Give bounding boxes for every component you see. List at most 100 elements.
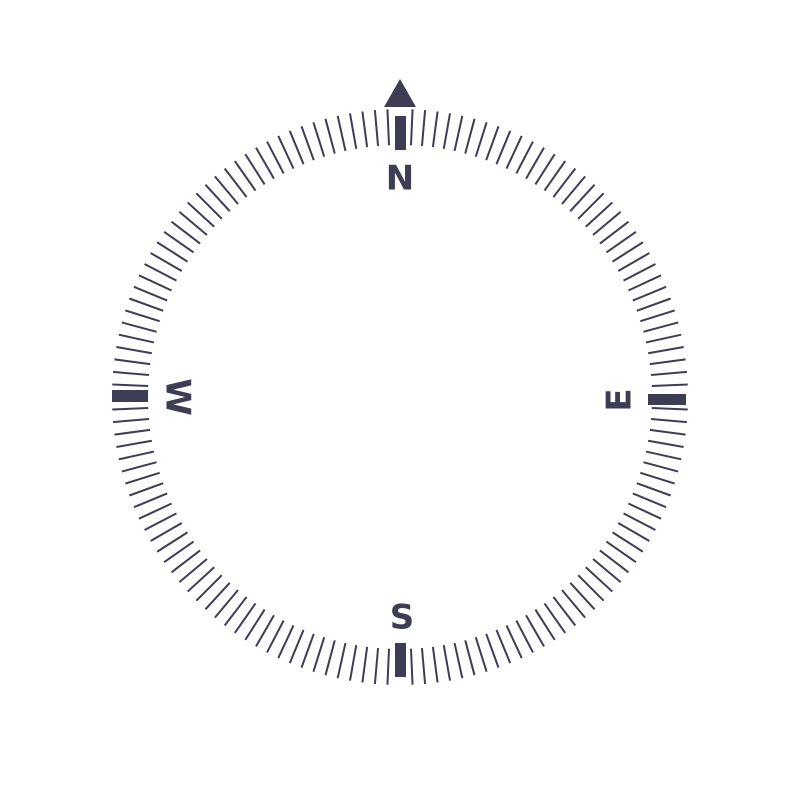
tick-mark xyxy=(651,406,688,411)
tick-mark xyxy=(118,450,155,461)
tick-mark xyxy=(647,346,684,355)
tick-mark xyxy=(113,417,150,424)
tick-mark xyxy=(288,130,305,165)
tick-mark xyxy=(373,647,380,684)
tick-mark xyxy=(349,644,358,681)
tick-mark xyxy=(255,147,275,180)
tick-mark xyxy=(186,201,215,228)
tick-mark xyxy=(632,285,667,302)
tick-mark xyxy=(485,633,500,668)
tick-mark xyxy=(592,211,622,236)
tick-mark xyxy=(121,321,157,333)
tick-mark xyxy=(373,110,380,147)
tick-mark xyxy=(361,646,369,683)
tick-mark xyxy=(116,439,153,448)
tick-mark xyxy=(605,540,637,564)
tick-mark xyxy=(144,263,177,282)
tick-mark xyxy=(125,471,160,485)
tick-mark xyxy=(464,118,476,154)
tick-mark xyxy=(223,596,248,627)
tick-mark xyxy=(515,620,534,653)
tick-ring xyxy=(112,109,688,685)
tick-mark xyxy=(636,482,671,497)
tick-mark xyxy=(649,358,686,366)
east-label: E xyxy=(600,388,640,411)
tick-mark xyxy=(114,358,151,366)
tick-mark xyxy=(277,135,295,170)
tick-mark xyxy=(627,502,662,520)
tick-mark xyxy=(643,321,679,333)
tick-mark xyxy=(515,141,534,174)
tick-mark xyxy=(611,531,644,553)
tick-mark xyxy=(116,346,153,355)
tick-mark xyxy=(577,574,605,602)
tick-mark xyxy=(156,241,189,263)
tick-mark xyxy=(543,602,567,634)
tick-mark xyxy=(561,589,586,619)
tick-mark xyxy=(632,492,667,509)
tick-mark xyxy=(121,461,157,473)
tick-mark xyxy=(195,574,223,602)
tick-mark xyxy=(150,522,183,542)
tick-mark xyxy=(125,309,160,323)
tick-mark xyxy=(133,492,168,509)
tick-mark xyxy=(431,111,439,148)
tick-mark xyxy=(645,450,682,461)
west-label: W xyxy=(158,378,198,416)
tick-mark xyxy=(324,118,336,154)
tick-mark xyxy=(244,153,266,186)
tick-mark xyxy=(163,230,195,254)
tick-mark xyxy=(543,160,567,192)
tick-mark xyxy=(420,110,427,147)
tick-mark xyxy=(617,252,650,272)
tick-mark xyxy=(617,522,650,542)
tick-mark xyxy=(442,113,451,150)
tick-mark xyxy=(312,122,326,157)
tick-mark xyxy=(534,153,556,186)
tick-mark xyxy=(577,192,605,220)
tick-mark xyxy=(349,113,358,150)
tick-mark xyxy=(386,648,391,685)
south-mark xyxy=(395,643,406,677)
tick-mark xyxy=(233,160,257,192)
tick-mark xyxy=(170,220,201,245)
tick-mark xyxy=(640,471,675,485)
tick-mark xyxy=(114,428,151,436)
tick-mark xyxy=(129,297,164,312)
tick-mark xyxy=(643,461,679,473)
tick-mark xyxy=(442,644,451,681)
tick-mark xyxy=(453,115,464,152)
cardinal-marks xyxy=(112,116,686,677)
tick-mark xyxy=(266,620,285,653)
tick-mark xyxy=(627,274,662,292)
tick-mark xyxy=(640,309,675,323)
tick-mark xyxy=(138,274,173,292)
tick-mark xyxy=(112,383,149,388)
tick-mark xyxy=(409,648,414,685)
tick-mark xyxy=(113,370,150,377)
tick-mark xyxy=(599,220,630,245)
tick-mark xyxy=(474,637,488,672)
tick-mark xyxy=(386,109,391,146)
tick-mark xyxy=(324,640,336,676)
tick-mark xyxy=(534,608,556,641)
tick-mark xyxy=(409,109,414,146)
tick-mark xyxy=(300,633,315,668)
tick-mark xyxy=(585,201,614,228)
tick-mark xyxy=(170,549,201,574)
tick-mark xyxy=(156,531,189,553)
tick-mark xyxy=(204,582,231,611)
tick-mark xyxy=(255,614,275,647)
tick-mark xyxy=(312,637,326,672)
tick-mark xyxy=(636,297,671,312)
tick-mark xyxy=(178,558,208,583)
tick-mark xyxy=(112,406,149,411)
tick-mark xyxy=(214,589,239,619)
tick-mark xyxy=(599,549,630,574)
tick-mark xyxy=(204,183,231,212)
tick-mark xyxy=(453,642,464,679)
tick-mark xyxy=(223,167,248,198)
north-mark xyxy=(395,116,406,150)
tick-mark xyxy=(144,512,177,531)
tick-mark xyxy=(266,141,285,174)
